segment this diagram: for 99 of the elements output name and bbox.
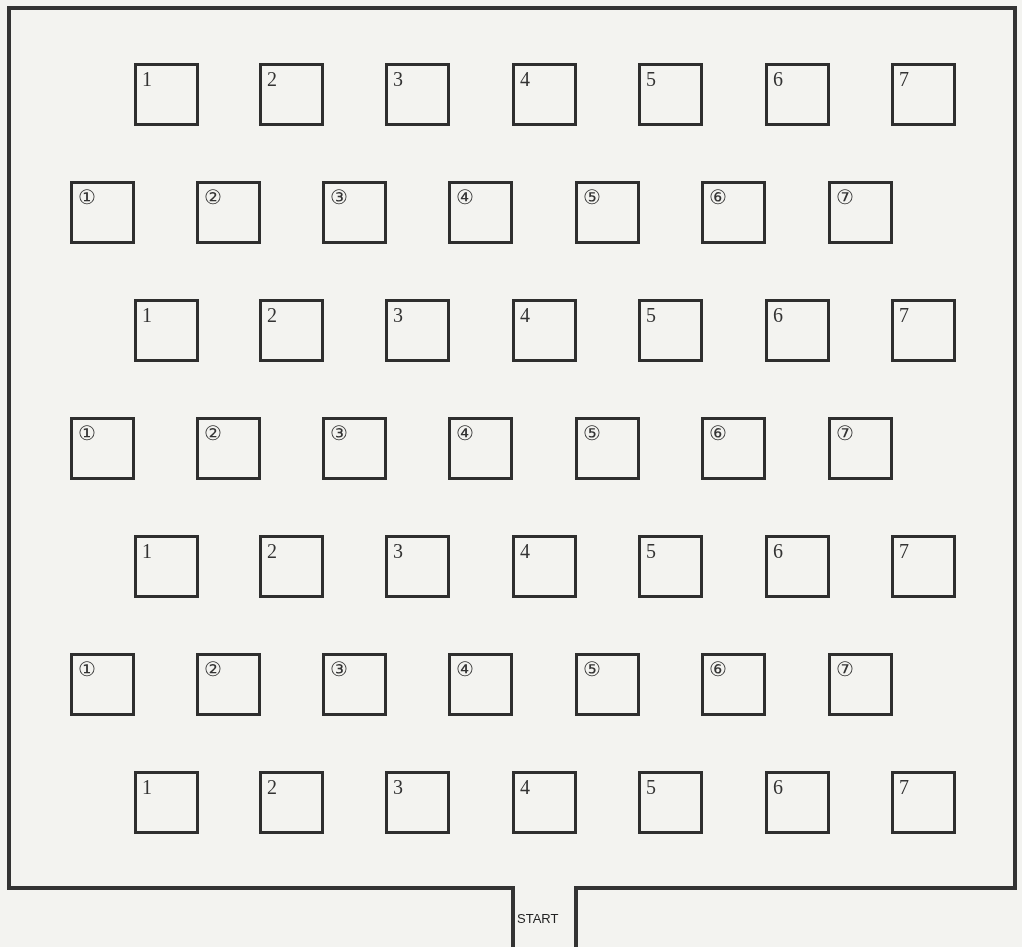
box-number: 5 [646, 540, 656, 562]
box-number: ③ [330, 422, 348, 444]
numbered-box [385, 63, 450, 126]
numbered-box [134, 63, 199, 126]
box-number: 4 [520, 304, 530, 326]
numbered-box [322, 653, 387, 716]
box-number: 4 [520, 776, 530, 798]
numbered-box [638, 535, 703, 598]
box-number: ③ [330, 658, 348, 680]
box-number: 6 [773, 304, 783, 326]
numbered-box [765, 771, 830, 834]
numbered-box [891, 63, 956, 126]
numbered-box [575, 181, 640, 244]
box-number: ⑥ [709, 658, 727, 680]
numbered-box [259, 299, 324, 362]
box-number: ① [78, 422, 96, 444]
box-number: ⑤ [583, 658, 601, 680]
box-number: ② [204, 186, 222, 208]
numbered-box [575, 653, 640, 716]
box-number: 1 [142, 304, 152, 326]
box-number: ⑦ [836, 658, 854, 680]
numbered-box [828, 653, 893, 716]
box-number: 1 [142, 776, 152, 798]
numbered-box [70, 181, 135, 244]
numbered-box [196, 181, 261, 244]
numbered-box [828, 417, 893, 480]
box-number: ⑦ [836, 186, 854, 208]
box-number: 3 [393, 304, 403, 326]
box-number: 2 [267, 68, 277, 90]
numbered-box [259, 535, 324, 598]
numbered-box [385, 535, 450, 598]
box-number: ① [78, 186, 96, 208]
numbered-box [448, 653, 513, 716]
box-number: ④ [456, 422, 474, 444]
numbered-box [765, 535, 830, 598]
numbered-box [259, 771, 324, 834]
box-number: ② [204, 658, 222, 680]
box-number: ④ [456, 186, 474, 208]
box-number: 7 [899, 776, 909, 798]
box-number: ⑤ [583, 186, 601, 208]
numbered-box [259, 63, 324, 126]
numbered-box [134, 299, 199, 362]
box-number: ① [78, 658, 96, 680]
numbered-box [765, 63, 830, 126]
box-number: 3 [393, 68, 403, 90]
numbered-box [701, 181, 766, 244]
numbered-box [638, 63, 703, 126]
box-number: ⑦ [836, 422, 854, 444]
box-number: 7 [899, 304, 909, 326]
numbered-box [512, 771, 577, 834]
numbered-box [701, 417, 766, 480]
box-number: ⑤ [583, 422, 601, 444]
numbered-box [765, 299, 830, 362]
box-number: 6 [773, 776, 783, 798]
entrance-label: START [517, 911, 559, 926]
numbered-box [828, 181, 893, 244]
numbered-box [701, 653, 766, 716]
numbered-box [70, 653, 135, 716]
numbered-box [512, 535, 577, 598]
box-number: ⑥ [709, 186, 727, 208]
numbered-box [134, 771, 199, 834]
box-number: ② [204, 422, 222, 444]
box-number: ④ [456, 658, 474, 680]
box-number: 3 [393, 540, 403, 562]
numbered-box [322, 181, 387, 244]
numbered-box [512, 299, 577, 362]
box-number: 4 [520, 68, 530, 90]
numbered-box [196, 417, 261, 480]
box-number: 1 [142, 540, 152, 562]
box-number: ③ [330, 186, 348, 208]
box-number: 5 [646, 776, 656, 798]
box-number: 7 [899, 68, 909, 90]
box-number: 2 [267, 304, 277, 326]
box-number: 6 [773, 68, 783, 90]
numbered-box [448, 417, 513, 480]
numbered-box [322, 417, 387, 480]
numbered-box [448, 181, 513, 244]
box-number: 1 [142, 68, 152, 90]
numbered-box [134, 535, 199, 598]
numbered-box [575, 417, 640, 480]
numbered-box [70, 417, 135, 480]
box-number: 5 [646, 304, 656, 326]
box-number: 6 [773, 540, 783, 562]
box-number: 4 [520, 540, 530, 562]
numbered-box [638, 299, 703, 362]
box-number: 2 [267, 540, 277, 562]
numbered-box [385, 771, 450, 834]
numbered-box [512, 63, 577, 126]
numbered-box [385, 299, 450, 362]
numbered-box [891, 771, 956, 834]
box-number: 2 [267, 776, 277, 798]
numbered-box [891, 299, 956, 362]
box-number: 3 [393, 776, 403, 798]
numbered-box [891, 535, 956, 598]
box-number: 7 [899, 540, 909, 562]
numbered-box [196, 653, 261, 716]
box-number: 5 [646, 68, 656, 90]
box-number: ⑥ [709, 422, 727, 444]
numbered-box [638, 771, 703, 834]
